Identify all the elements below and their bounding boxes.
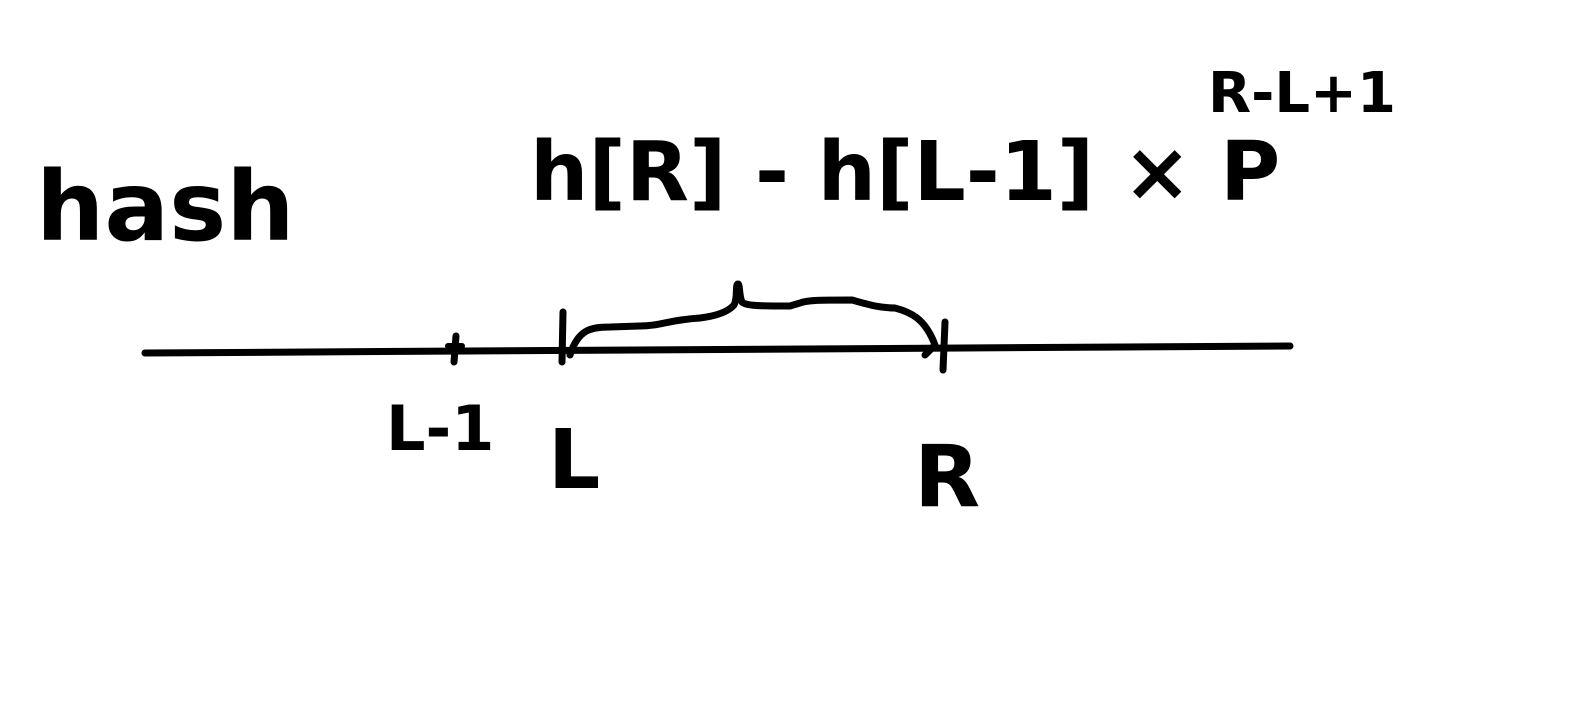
label-r: R — [914, 427, 980, 527]
number-line-axis — [141, 342, 1294, 357]
formula-exponent: R-L+1 — [1208, 61, 1396, 126]
label-l: L — [548, 413, 600, 508]
tick-r — [939, 318, 949, 374]
label-l-minus-1: L-1 — [386, 392, 494, 465]
formula-main: h[R] - h[L-1] × P — [530, 125, 1280, 220]
tick-l — [558, 308, 567, 366]
title-hash: hash — [36, 151, 295, 263]
brace-l-to-r — [566, 280, 939, 359]
